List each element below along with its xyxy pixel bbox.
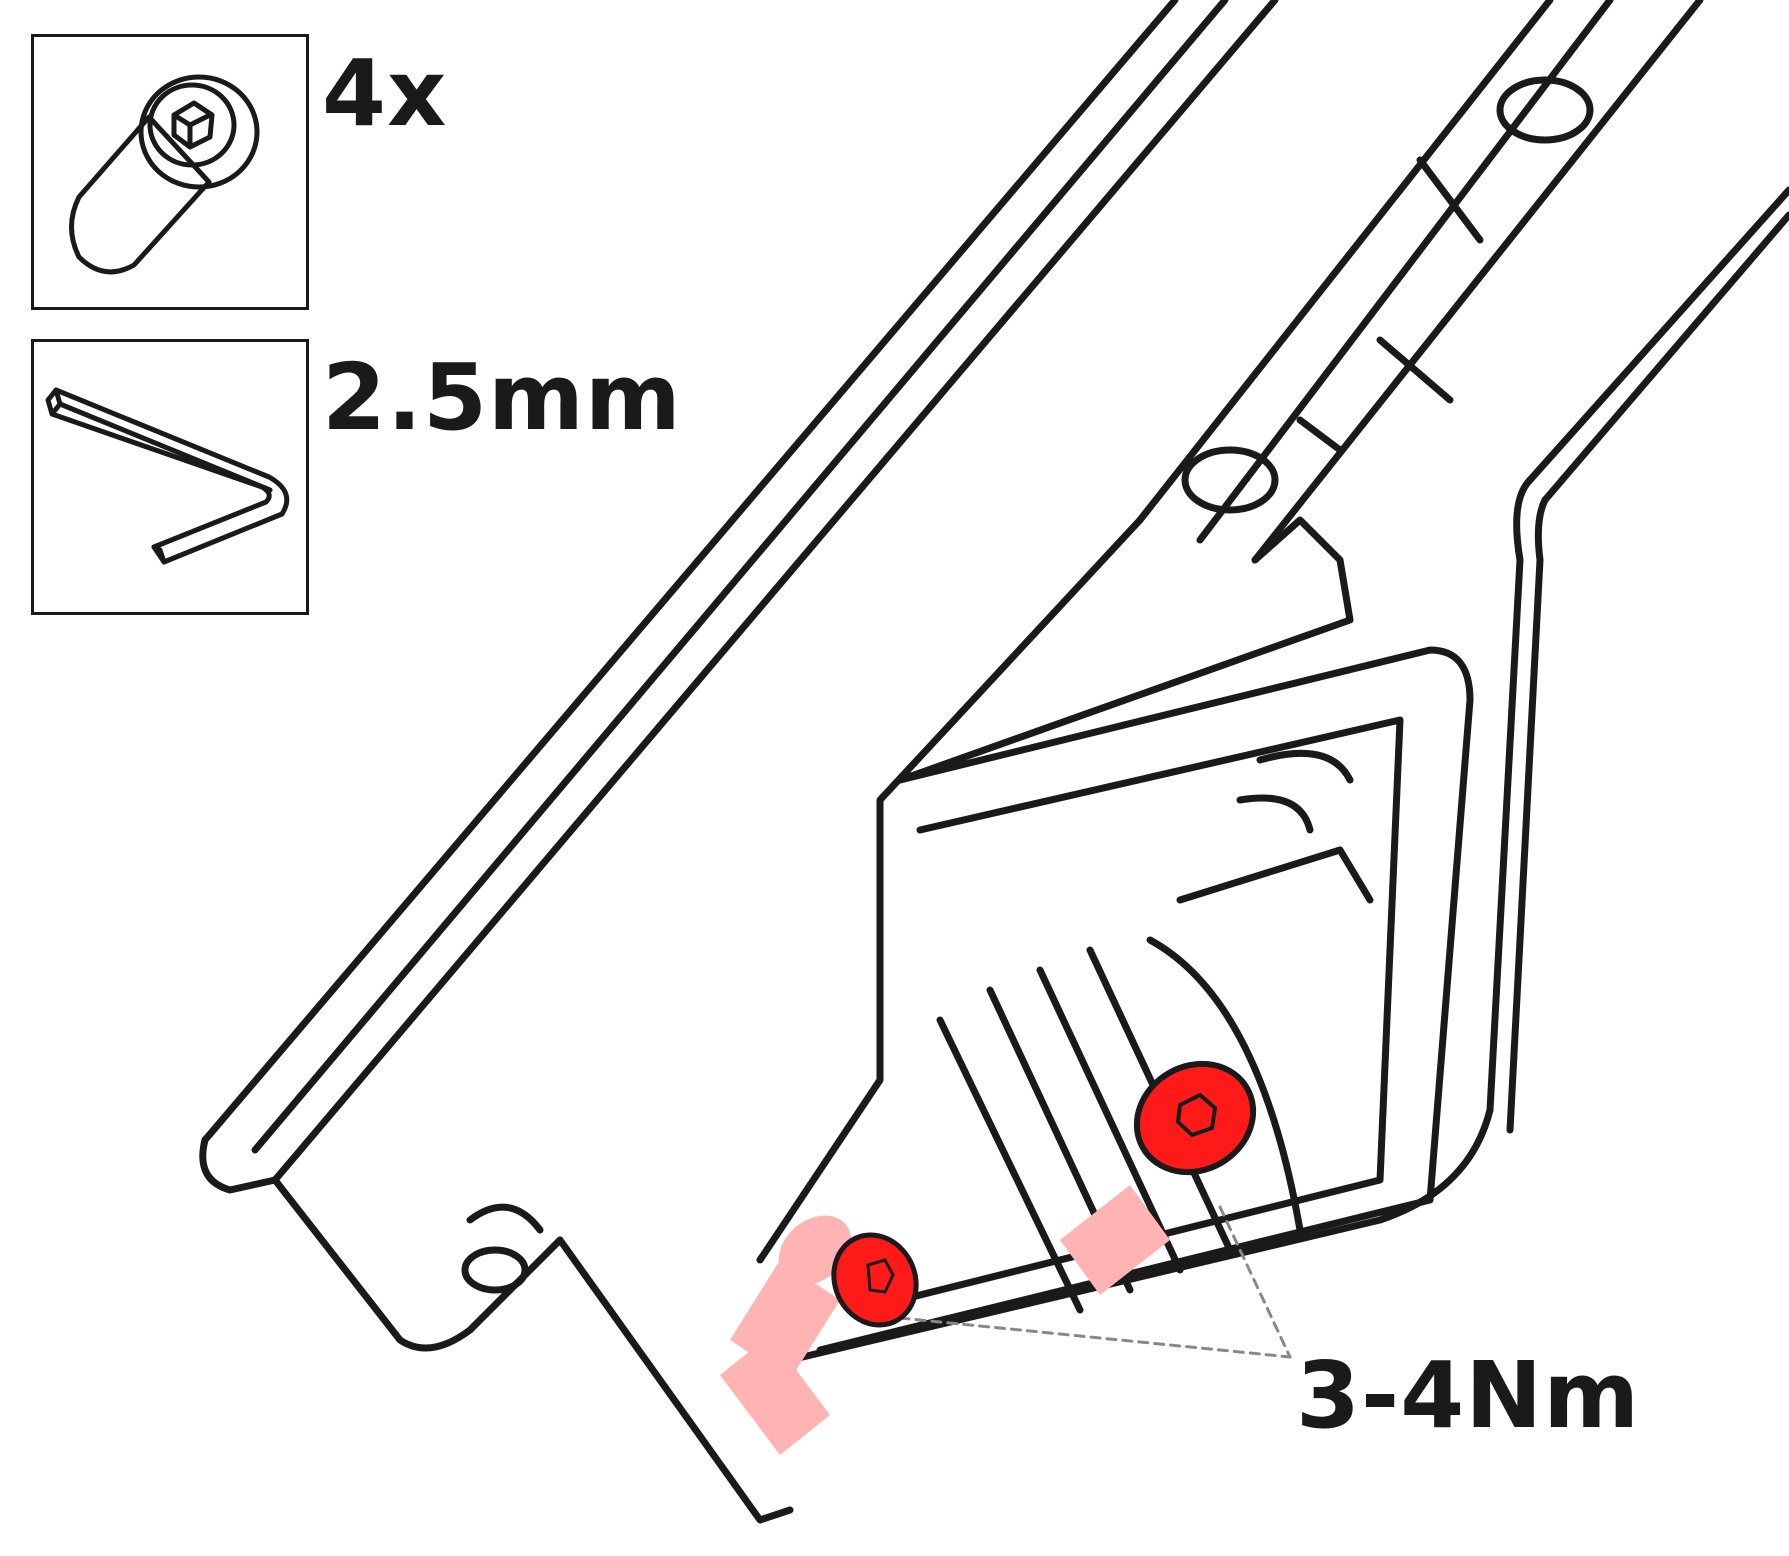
torque-leaders: [898, 1205, 1292, 1359]
hex-key-size-label: 2.5mm: [322, 344, 682, 451]
ghost-bolt-left: [720, 1215, 852, 1455]
mount-bracket: [756, 476, 1549, 1364]
hex-key-tool-box: [31, 339, 309, 615]
hex-key-icon: [45, 387, 290, 565]
highlight-bolt-left: [831, 1232, 919, 1328]
torque-label: 3-4Nm: [1296, 1342, 1641, 1449]
chain-stay: [1136, 0, 1789, 564]
bolt-quantity-label: 4x: [322, 40, 448, 147]
bolt-tool-box: [31, 34, 309, 310]
highlight-bolt-right: [1133, 1060, 1257, 1176]
drop-lug: [271, 1176, 794, 1524]
down-tube: [199, 0, 1279, 1194]
ghost-bolt-right: [1060, 1185, 1170, 1295]
bolt-icon: [69, 74, 260, 275]
